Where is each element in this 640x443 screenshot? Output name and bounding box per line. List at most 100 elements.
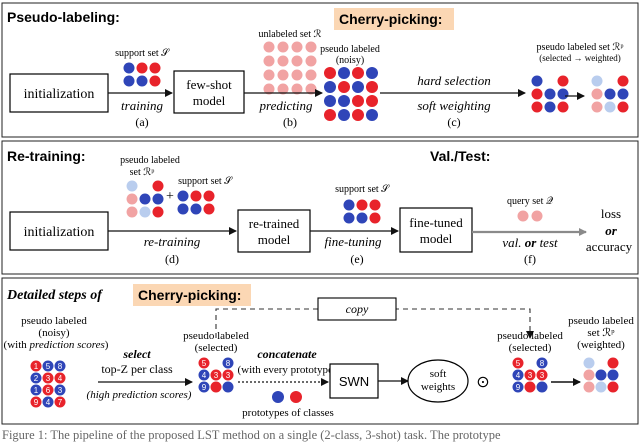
selected-dots	[531, 75, 569, 113]
dot	[536, 381, 548, 393]
retraining-label: re-training	[144, 234, 201, 249]
initialization-box	[9, 73, 109, 113]
dot	[607, 369, 619, 381]
dot	[583, 357, 595, 369]
support-set-label-3: support set 𝒮	[335, 184, 390, 195]
dot	[291, 41, 303, 53]
step-c-label: (c)	[447, 115, 460, 129]
pl-weighted-3: (weighted)	[577, 339, 625, 351]
dot	[136, 62, 148, 74]
support-set-dots-3	[343, 199, 381, 224]
dot	[369, 199, 381, 211]
dot-number: 7	[58, 398, 63, 407]
dot-number: 5	[516, 359, 521, 368]
selected-weighted-label: (selected → weighted)	[539, 53, 620, 63]
test-label: test	[540, 235, 558, 250]
dot	[356, 212, 368, 224]
cherry-picking-highlight-2	[133, 284, 251, 306]
soft-weighting-label: soft weighting	[417, 98, 491, 113]
pl-selected-2: (selected)	[195, 342, 238, 354]
dot	[595, 381, 607, 393]
figure-caption: Figure 1: The pipeline of the proposed L…	[2, 428, 501, 442]
dot	[352, 95, 364, 107]
dot	[54, 372, 66, 384]
dot	[557, 88, 569, 100]
val-test-label: val. or test	[502, 235, 558, 250]
dot	[595, 369, 607, 381]
dot-number: 3	[46, 374, 51, 383]
high-prediction-scores-label: (high prediction scores)	[87, 389, 192, 401]
dot	[305, 69, 317, 81]
section-retraining-frame	[1, 140, 639, 275]
pl-selected-2-line1: pseudo labeled	[497, 330, 563, 342]
dot-number: 9	[516, 383, 521, 392]
dot	[277, 83, 289, 95]
dot	[291, 69, 303, 81]
select-label: select	[122, 347, 151, 361]
dot	[617, 101, 629, 113]
initialization-box-2	[9, 211, 109, 251]
dot	[352, 67, 364, 79]
dot	[263, 69, 275, 81]
support-set-dots-2	[177, 190, 215, 215]
dot	[126, 206, 138, 218]
dot	[557, 75, 569, 87]
dot	[338, 109, 350, 121]
dot	[591, 88, 603, 100]
pseudo-labeled-label: pseudo labeled	[320, 44, 380, 55]
or-bold-label: or	[605, 223, 618, 238]
dot	[54, 384, 66, 396]
dot-number: 3	[528, 371, 533, 380]
dot	[343, 199, 355, 211]
swn-label: SWN	[339, 374, 369, 389]
prototype-red-dot	[290, 391, 302, 403]
dot	[324, 67, 336, 79]
hard-selection-label: hard selection	[417, 73, 491, 88]
pl-noisy-scores-1: pseudo labeled	[21, 315, 87, 327]
dot	[42, 396, 54, 408]
dot	[123, 62, 135, 74]
prediction-scores-label: prediction scores	[29, 339, 105, 351]
copy-box	[317, 297, 397, 321]
copy-label: copy	[346, 302, 369, 316]
dot	[366, 67, 378, 79]
dot	[177, 190, 189, 202]
dot	[139, 193, 151, 205]
step-b-label: (b)	[283, 115, 297, 129]
dot	[324, 81, 336, 93]
dot	[536, 357, 548, 369]
val-label: val.	[502, 235, 521, 250]
pl-selected-2-line2: (selected)	[509, 342, 552, 354]
dot	[210, 369, 222, 381]
dot	[149, 62, 161, 74]
unlabeled-set-label: unlabeled set ℛ	[259, 29, 322, 40]
odot-symbol: ⊙	[476, 374, 489, 391]
dot-number: 9	[34, 398, 39, 407]
dot	[54, 396, 66, 408]
retraining-title: Re-training:	[7, 148, 86, 164]
dot	[42, 384, 54, 396]
step-a-label: (a)	[135, 115, 148, 129]
accuracy-label: accuracy	[586, 239, 633, 254]
few-shot-label: few-shot	[186, 77, 232, 92]
dot-number: 3	[226, 371, 231, 380]
finetuning-label: fine-tuning	[324, 234, 382, 249]
query-set-dots	[517, 210, 543, 222]
dot-number: 8	[226, 359, 231, 368]
pl-weighted-2: set ℛᵖ	[587, 327, 615, 339]
dot	[531, 88, 543, 100]
unlabeled-set-dots	[263, 41, 317, 95]
dot	[126, 180, 138, 192]
dot	[604, 101, 616, 113]
dot	[190, 203, 202, 215]
dot	[152, 206, 164, 218]
set-rp-label: set ℛᵖ	[130, 167, 155, 178]
dot	[203, 203, 215, 215]
dot	[152, 180, 164, 192]
plus-sign: +	[166, 189, 174, 204]
loss-label: loss	[601, 206, 621, 221]
noisy-label: (noisy)	[336, 55, 364, 66]
dot	[544, 101, 556, 113]
dot-number: 4	[58, 374, 63, 383]
